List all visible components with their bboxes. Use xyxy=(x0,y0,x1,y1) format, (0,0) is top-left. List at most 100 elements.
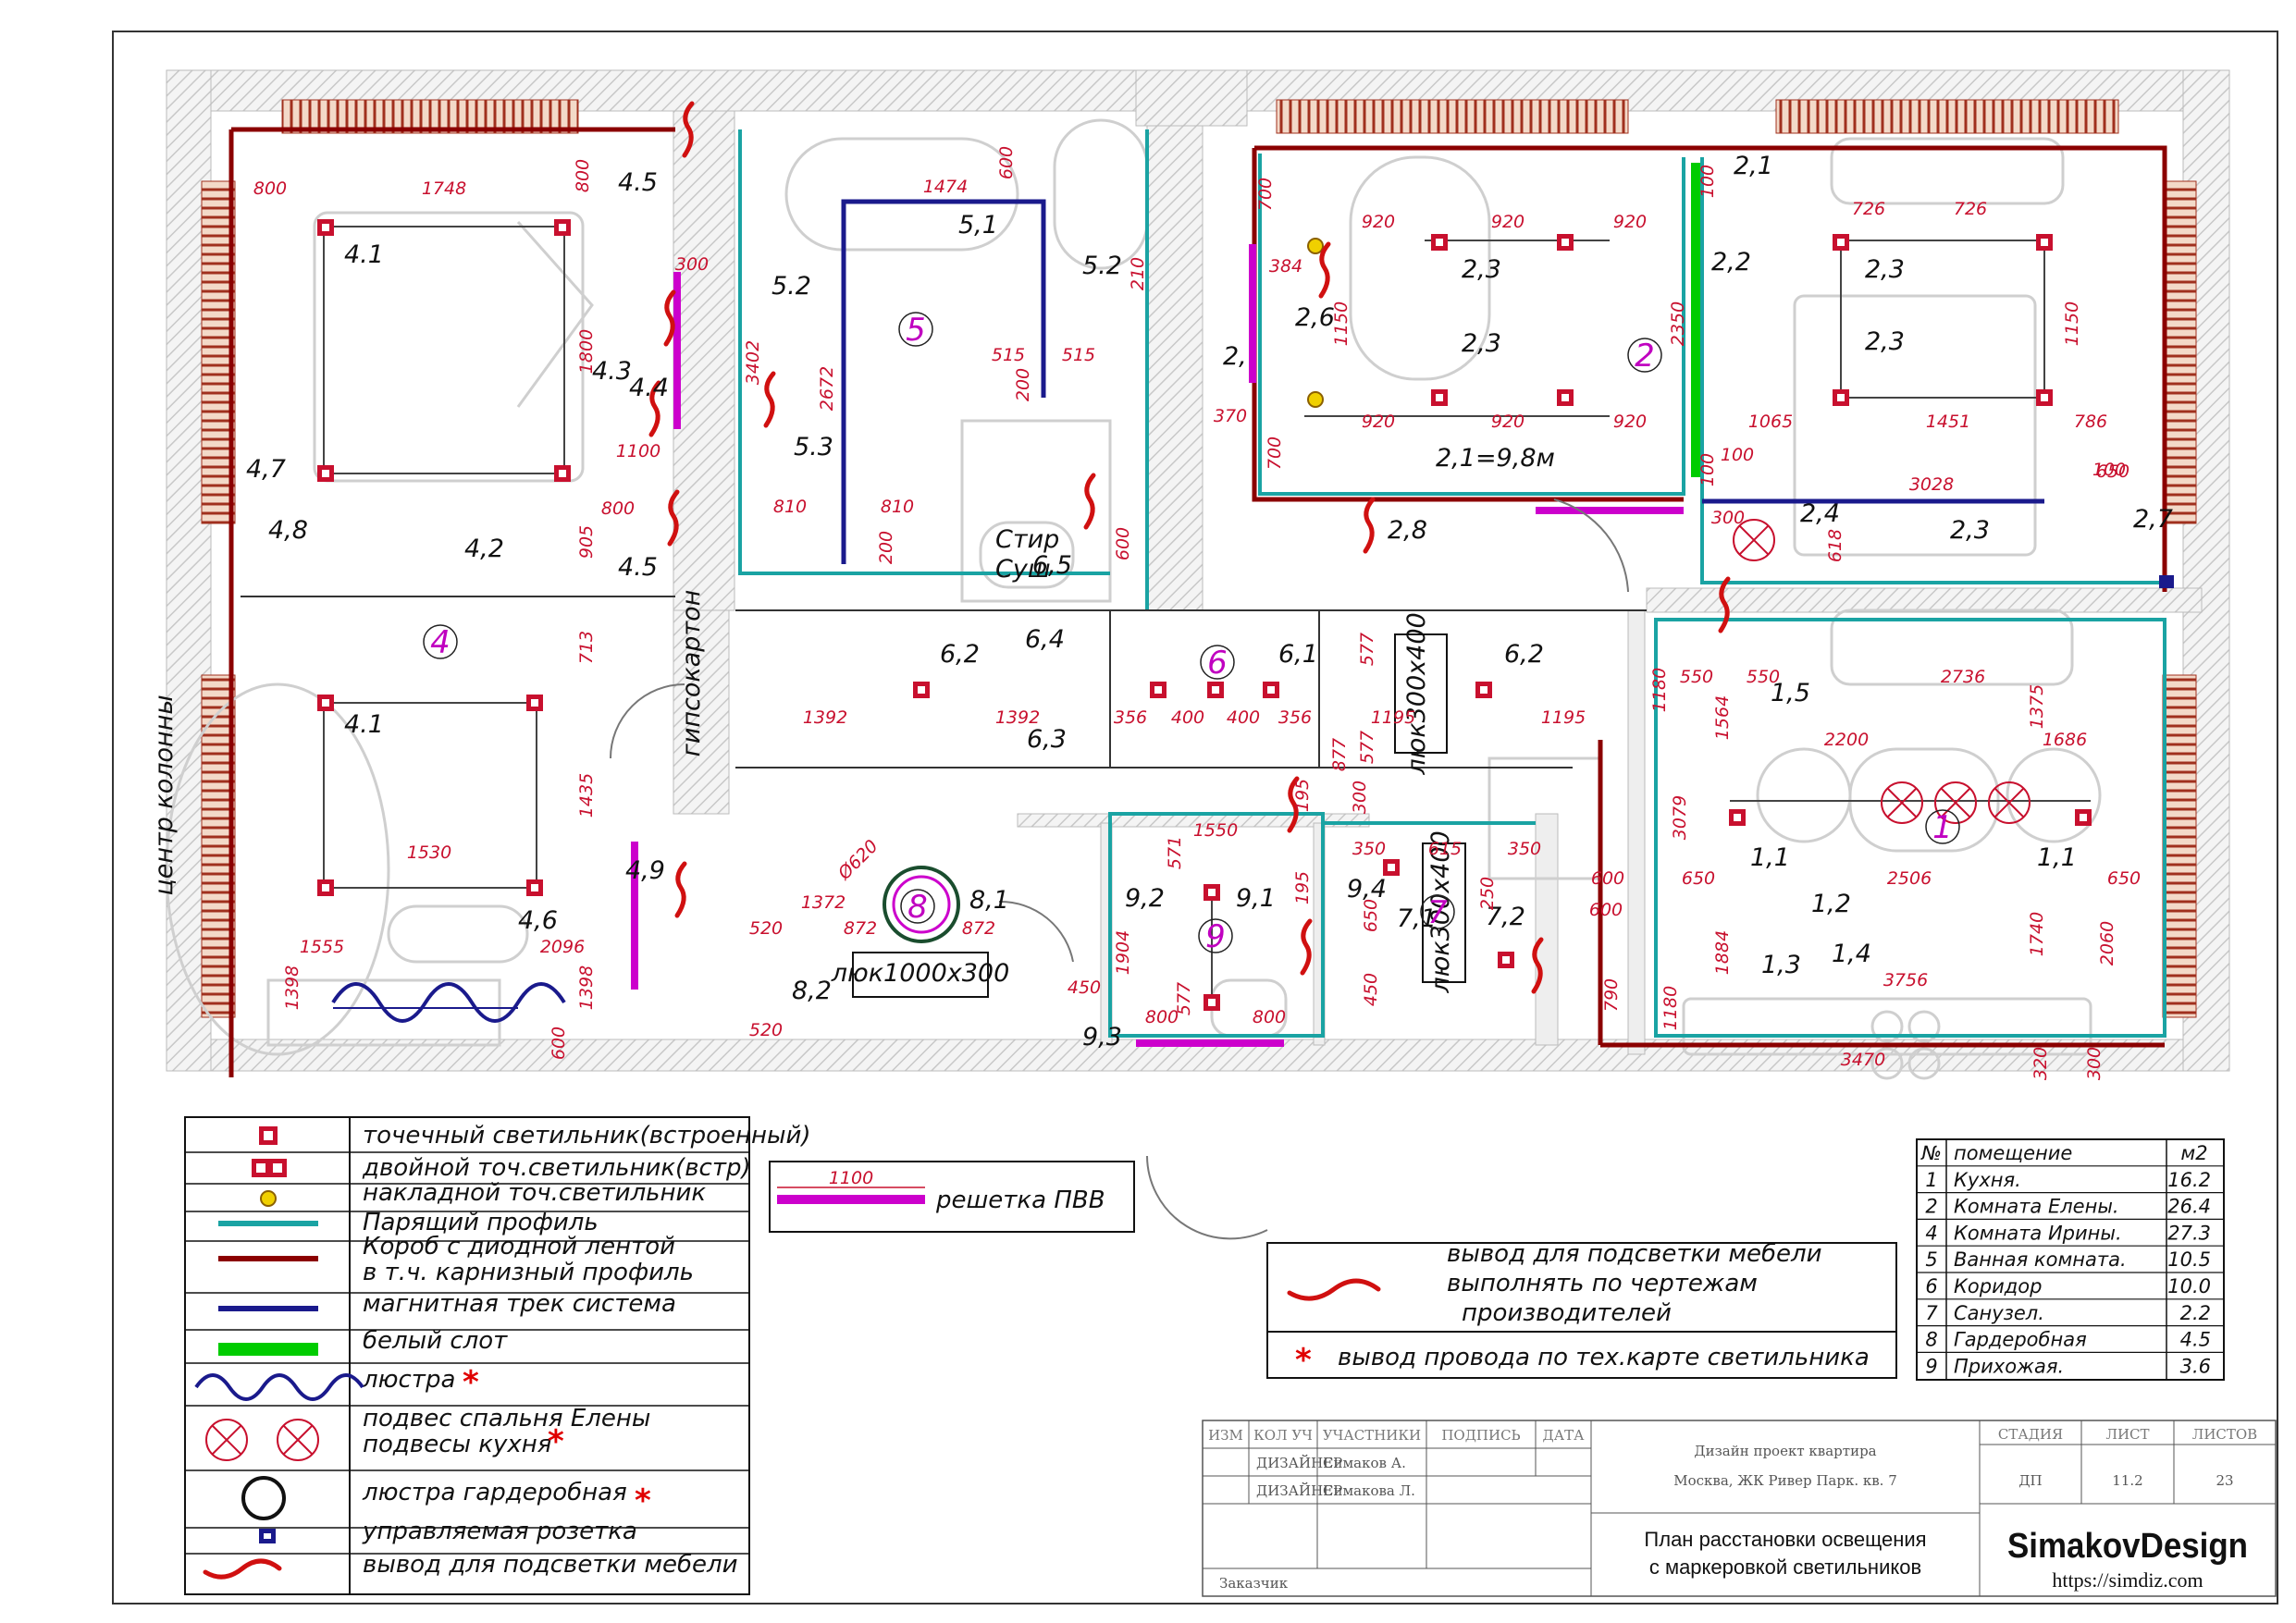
spotlight-icon-inner xyxy=(918,686,925,694)
table-cell-room: Комната Ирины. xyxy=(1954,1222,2122,1244)
room-number: 4 xyxy=(430,624,451,661)
dimension-label: Ø620 xyxy=(833,836,882,884)
table-cell-number: 9 xyxy=(1925,1355,1937,1377)
dimension-label: 872 xyxy=(962,918,995,939)
dimension-label: 3756 xyxy=(1883,970,1928,990)
furniture-outlet-icon xyxy=(1718,576,1731,633)
room-number: 5 xyxy=(906,312,926,349)
dimension-label: 2736 xyxy=(1941,667,1985,687)
tb-sheets: 23 xyxy=(2216,1472,2233,1489)
vent-legend: 1100 решетка ПВВ xyxy=(769,1161,1135,1233)
dimension-label: 3470 xyxy=(1841,1050,1885,1070)
legend-item-pendant_2: подвесы кухня xyxy=(363,1431,551,1458)
note-furniture-3: производителей xyxy=(1462,1299,1672,1327)
dimension-label: 1065 xyxy=(1748,412,1793,432)
spotlight-icon-inner xyxy=(322,884,329,891)
fixture-labels: 4.14.14,24.34.44.54.54,64,74,84,95,15.25… xyxy=(246,152,2173,1051)
dimension-label: 320 xyxy=(2031,1047,2051,1080)
dimension-label: 1451 xyxy=(1926,412,1970,432)
legend-item-chandelier: люстра xyxy=(362,1366,455,1394)
fixture-label: 7,2 xyxy=(1486,903,1525,931)
tb-role-2: ДИЗАЙНЕР xyxy=(1256,1482,1342,1499)
legend-item-led_box_1: Короб с диодной лентой xyxy=(363,1233,675,1260)
dimension-label: 1150 xyxy=(1331,301,1352,346)
dimension-label: 1474 xyxy=(923,177,968,197)
furniture-outlines xyxy=(165,118,2102,1080)
legend-surface-symbol xyxy=(260,1190,277,1207)
tb-col-date: ДАТА xyxy=(1543,1427,1586,1444)
dimension-label: 571 xyxy=(1165,836,1185,869)
dimension-label: 200 xyxy=(1013,368,1033,401)
fixture-label: 6,4 xyxy=(1025,625,1065,654)
dimension-label: 1180 xyxy=(1649,668,1670,712)
fixture-label: 2, xyxy=(1223,342,1247,371)
dimension-label: 650 xyxy=(2096,461,2129,482)
white-slot xyxy=(1691,163,1700,477)
spotlight-icon-inner xyxy=(531,699,538,707)
dimension-label: 800 xyxy=(1253,1007,1286,1027)
legend-star-2: * xyxy=(548,1423,564,1460)
table-cell-area: 2.2 xyxy=(2180,1302,2211,1324)
fixture-label: 2,4 xyxy=(1800,499,1840,528)
dimension-label: 2672 xyxy=(817,366,837,411)
legend-item-white_slot: белый слот xyxy=(363,1327,508,1355)
dimension-label: 920 xyxy=(1613,212,1647,232)
dimension-label: 1180 xyxy=(1660,986,1681,1030)
table-cell-area: 27.3 xyxy=(2167,1222,2211,1244)
table-cell-room: Кухня. xyxy=(1954,1169,2021,1191)
table-header: м2 xyxy=(2180,1142,2207,1164)
legend-chandelier-symbol xyxy=(194,1373,364,1401)
furniture-outlet-icon xyxy=(763,371,776,428)
legend-star-1: * xyxy=(463,1364,479,1401)
dimension-label: 600 xyxy=(1113,527,1133,560)
dimension-label: 786 xyxy=(2074,412,2107,432)
dimension-label: 810 xyxy=(773,497,807,517)
fixture-label: 4,8 xyxy=(268,516,308,545)
dimension-label: 618 xyxy=(1825,529,1845,562)
dimension-label: 920 xyxy=(1362,212,1395,232)
spotlight-icon-inner xyxy=(2080,814,2087,821)
dimension-label: 550 xyxy=(1680,667,1713,687)
partitions xyxy=(241,226,2091,1003)
tb-col-sign: ПОДПИСЬ xyxy=(1441,1427,1520,1444)
legend-whiteslot-symbol xyxy=(218,1343,318,1356)
fixture-label: 4.1 xyxy=(344,240,384,269)
furniture-outlet-icon xyxy=(1318,241,1331,299)
fixture-label: 2,3 xyxy=(1462,255,1501,284)
legend-item-floating: Парящий профиль xyxy=(363,1209,599,1236)
dimension-label: 370 xyxy=(1214,406,1247,426)
walls xyxy=(166,69,2230,1072)
fixture-label: 5.2 xyxy=(1082,252,1122,280)
dimension-label: 450 xyxy=(1068,977,1101,998)
furniture-outlet-icon xyxy=(1363,497,1376,554)
fixture-label: 1,1 xyxy=(2037,843,2077,872)
dimension-label: 550 xyxy=(1747,667,1780,687)
tb-project-address: Москва, ЖК Ривер Парк. кв. 7 xyxy=(1673,1472,1897,1489)
fixture-label: 4.4 xyxy=(629,374,669,402)
hatch-1000x300-label: люк1000х300 xyxy=(831,959,1010,988)
dimension-label: 700 xyxy=(1265,436,1285,470)
furniture-outlet-icon xyxy=(1083,473,1096,530)
legend-ledbox-symbol xyxy=(218,1256,318,1261)
surface-spotlight-icon xyxy=(1307,391,1324,408)
legend-item-socket: управляемая розетка xyxy=(362,1518,637,1545)
fixture-label: 9,4 xyxy=(1347,875,1387,904)
fixture-label: 9,1 xyxy=(1236,884,1276,913)
dimension-label: 1884 xyxy=(1712,930,1733,975)
spotlight-icon-inner xyxy=(2041,239,2048,246)
room-number-circle xyxy=(898,312,933,347)
dimension-label: 520 xyxy=(749,918,783,939)
fixture-label: 7,1 xyxy=(1397,904,1437,933)
dimension-label: 650 xyxy=(2107,868,2141,889)
dimension-label: 1150 xyxy=(2062,301,2082,346)
dimension-label: 1195 xyxy=(1541,707,1586,728)
dimension-label: 800 xyxy=(601,498,635,519)
table-cell-number: 5 xyxy=(1925,1248,1937,1271)
fixture-label: 9,3 xyxy=(1082,1023,1122,1051)
dimension-label: 920 xyxy=(1491,212,1524,232)
fixture-label: 1,5 xyxy=(1771,679,1810,707)
spotlight-icon-inner xyxy=(1562,394,1569,401)
dimension-label: 920 xyxy=(1362,412,1395,432)
table-cell-room: Ванная комната. xyxy=(1954,1248,2127,1271)
room-number: 2 xyxy=(1635,338,1655,375)
